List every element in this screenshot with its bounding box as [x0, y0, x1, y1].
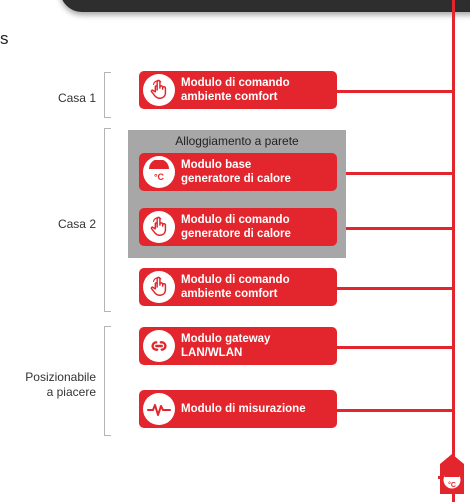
module-room-control-casa-1: Modulo di comando ambiente comfort	[139, 71, 337, 109]
connector	[337, 90, 453, 93]
module-label: Modulo di comando generatore di calore	[181, 214, 291, 240]
connector	[337, 409, 453, 412]
module-label: Modulo base generatore di calore	[181, 159, 291, 185]
connector	[337, 346, 453, 349]
hand-touch-icon	[143, 271, 175, 303]
hand-touch-icon	[143, 74, 175, 106]
module-heat-generator-control: Modulo di comando generatore di calore	[139, 208, 337, 246]
module-label: Modulo di misurazione	[181, 403, 306, 415]
module-label: Modulo di comando ambiente comfort	[181, 77, 290, 103]
bus-line	[452, 0, 455, 502]
bracket-casa-1	[104, 72, 111, 118]
pulse-wave-icon	[143, 393, 175, 425]
svg-text:°C: °C	[154, 172, 165, 182]
celsius-thermostat-icon: °C	[143, 156, 175, 188]
group-label-casa-2: Casa 2	[57, 217, 96, 231]
sensor-unit: °C	[448, 481, 456, 489]
bracket-casa-2	[104, 128, 111, 312]
module-room-control-casa-2: Modulo di comando ambiente comfort	[139, 268, 337, 306]
hand-touch-icon	[143, 211, 175, 243]
outdoor-sensor-icon: °C	[436, 452, 468, 496]
module-label: Modulo gateway LAN/WLAN	[181, 333, 271, 359]
connector	[337, 172, 453, 175]
link-icon	[143, 330, 175, 362]
group-label-posizionabile: Posizionabile a piacere	[25, 370, 96, 399]
module-label: Modulo di comando ambiente comfort	[181, 274, 290, 300]
group-label-casa-1: Casa 1	[57, 91, 96, 105]
controller-device	[60, 0, 470, 12]
connector	[337, 287, 453, 290]
partial-heading: s	[0, 29, 9, 48]
wall-mount-title: Alloggiamento a parete	[175, 134, 299, 148]
module-gateway-lan-wlan: Modulo gateway LAN/WLAN	[139, 327, 337, 365]
module-heat-generator-base: °C Modulo base generatore di calore	[139, 153, 337, 191]
bracket-posizionabile	[104, 326, 111, 436]
connector	[337, 227, 453, 230]
module-measurement: Modulo di misurazione	[139, 390, 337, 428]
